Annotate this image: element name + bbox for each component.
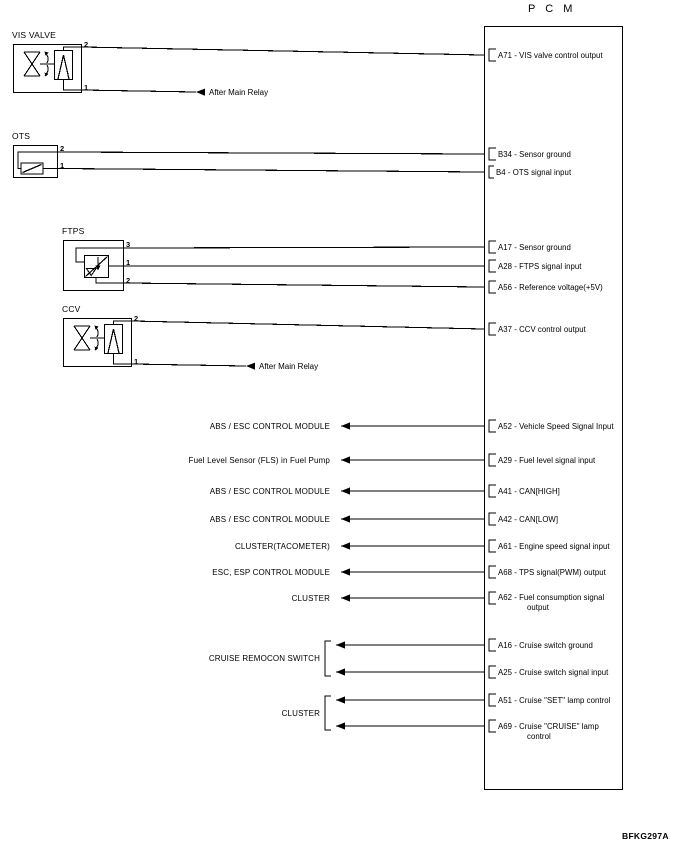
wire-ccv1-relay	[131, 362, 256, 370]
pin-label-a16: A16 - Cruise switch ground	[498, 641, 593, 650]
component-name-vis-valve: VIS VALVE	[12, 30, 57, 40]
wire-ftps2-a56	[123, 282, 485, 288]
group-brackets	[324, 640, 331, 731]
pin-number-ccv-2: 2	[134, 314, 139, 323]
pcm-title: P C M	[528, 3, 576, 15]
destination-label-a29: Fuel Level Sensor (FLS) in Fuel Pump	[188, 456, 330, 465]
bracket-cruise-remocon	[324, 640, 331, 677]
destination-label-a61: CLUSTER(TACOMETER)	[235, 542, 330, 551]
pin-number-ccv-1: 1	[134, 357, 139, 366]
component-name-ots: OTS	[12, 131, 31, 141]
destination-label-a41: ABS / ESC CONTROL MODULE	[209, 487, 330, 496]
pin-label-a17: A17 - Sensor ground	[498, 243, 571, 252]
group-label-cruise-remocon-switch: CRUISE REMOCON SWITCH	[208, 654, 320, 663]
ccv-symbol	[62, 317, 133, 368]
component-name-ftps: FTPS	[62, 226, 85, 236]
pin-label-a56: A56 - Reference voltage(+5V)	[498, 283, 603, 292]
pin-label-a29: A29 - Fuel level signal input	[498, 456, 596, 465]
pin-label-a28: A28 - FTPS signal input	[498, 262, 582, 271]
pin-number-ftps-2: 2	[126, 276, 131, 285]
vis-valve-symbol	[12, 43, 83, 94]
pin-label-a51: A51 - Cruise "SET" lamp control	[498, 696, 611, 705]
destination-label-a52: ABS / ESC CONTROL MODULE	[209, 422, 330, 431]
component-name-ccv: CCV	[62, 304, 81, 314]
wire-ots1-b4	[57, 167, 485, 173]
pcm-box	[483, 25, 624, 791]
ots-symbol	[12, 144, 59, 179]
pin-number-ftps-3: 3	[126, 240, 131, 249]
pin-label-a42: A42 - CAN[LOW]	[498, 515, 559, 524]
pin-terminals	[488, 48, 496, 733]
pin-number-ots-2: 2	[60, 144, 65, 153]
destination-label-a42: ABS / ESC CONTROL MODULE	[209, 515, 330, 524]
pin-label-a68: A68 - TPS signal(PWM) output	[498, 568, 606, 577]
pin-number-ots-1: 1	[60, 161, 65, 170]
wire-ots2-b34	[57, 151, 485, 155]
pin-label-a62-line2: output	[527, 603, 549, 612]
destination-label-a68: ESC, ESP CONTROL MODULE	[212, 568, 330, 577]
pin-label-a61: A61 - Engine speed signal input	[498, 542, 610, 551]
pin-label-b4: B4 - OTS signal input	[496, 168, 572, 177]
after-main-relay-label-vis: After Main Relay	[209, 88, 269, 97]
ftps-symbol	[62, 239, 125, 292]
pin-label-a69-line2: control	[527, 732, 551, 741]
after-main-relay-label-ccv: After Main Relay	[259, 362, 319, 371]
sheet-code: BFKG297A	[622, 831, 669, 841]
wire-vis1-relay	[81, 88, 206, 96]
pin-label-a25: A25 - Cruise switch signal input	[498, 668, 609, 677]
pin-label-b34: B34 - Sensor ground	[498, 150, 571, 159]
pin-label-a62: A62 - Fuel consumption signal	[498, 593, 605, 602]
pin-label-a71: A71 - VIS valve control output	[498, 51, 603, 60]
destination-label-a62: CLUSTER	[291, 594, 330, 603]
pin-label-a37: A37 - CCV control output	[498, 325, 586, 334]
signal-wires	[336, 422, 484, 730]
pin-label-a69: A69 - Cruise "CRUISE" lamp	[498, 722, 599, 731]
wire-ftps3-a17	[123, 246, 485, 249]
pin-label-a52: A52 - Vehicle Speed Signal Input	[498, 422, 614, 431]
pin-number-vis-1: 1	[84, 83, 89, 92]
wire-ccv2-a37	[131, 320, 485, 330]
group-label-cluster: CLUSTER	[281, 709, 320, 718]
bracket-cluster	[324, 695, 331, 731]
wire-vis2-a71	[81, 46, 485, 56]
pin-number-vis-2: 2	[84, 40, 89, 49]
pin-number-ftps-1: 1	[126, 258, 131, 267]
pin-label-a41: A41 - CAN[HIGH]	[498, 487, 560, 496]
